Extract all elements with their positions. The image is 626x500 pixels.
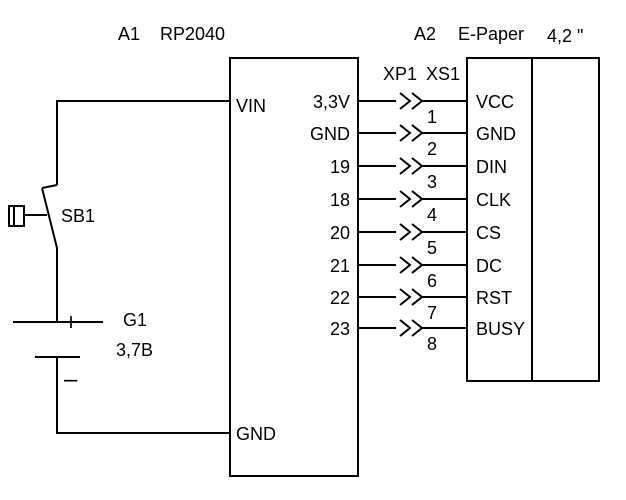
connection-row: 22 7 RST xyxy=(330,288,512,323)
a1-pin-label: 19 xyxy=(330,157,350,177)
battery-designator: G1 xyxy=(123,310,147,330)
switch-sb1 xyxy=(8,184,58,249)
a1-module-body xyxy=(229,57,359,477)
wire-vin-to-switch xyxy=(56,100,230,185)
a2-size: 4,2 " xyxy=(547,26,583,46)
a2-pin-label: VCC xyxy=(476,92,514,112)
connection-row: 21 6 DC xyxy=(330,256,502,291)
switch-button-cap xyxy=(8,205,25,227)
contact-number: 7 xyxy=(427,303,437,323)
a2-name: E-Paper xyxy=(458,24,524,44)
socket-contact xyxy=(411,288,424,306)
a1-pin-label: 21 xyxy=(330,256,350,276)
connection-row: 18 4 CLK xyxy=(330,190,511,225)
plug-contact xyxy=(399,157,412,175)
socket-contact xyxy=(411,190,424,208)
switch-designator: SB1 xyxy=(61,206,95,226)
connector-socket-label: XS1 xyxy=(426,64,460,84)
socket-contact xyxy=(411,223,424,241)
battery-plus-sign: + xyxy=(64,309,78,336)
contact-number: 8 xyxy=(427,334,437,354)
a1-name: RP2040 xyxy=(160,24,225,44)
a1-pin-label: 22 xyxy=(330,288,350,308)
plug-contact xyxy=(399,319,412,337)
connection-row: 19 3 DIN xyxy=(330,157,507,192)
contact-number: 4 xyxy=(427,205,437,225)
battery-g1 xyxy=(13,321,103,358)
a2-pin-label: GND xyxy=(476,124,516,144)
a2-pin-label: BUSY xyxy=(476,319,525,339)
connector-plug-label: XP1 xyxy=(383,64,417,84)
socket-contact xyxy=(411,157,424,175)
socket-contact xyxy=(411,124,424,142)
a1-pin-label: 23 xyxy=(330,319,350,339)
wire-battery-to-gnd xyxy=(56,357,230,434)
a2-pin-label: CS xyxy=(476,223,501,243)
socket-contact xyxy=(411,256,424,274)
plug-contact xyxy=(399,223,412,241)
plug-contact xyxy=(399,190,412,208)
plug-contact xyxy=(399,92,412,110)
a1-pin-label: GND xyxy=(310,124,350,144)
socket-contact xyxy=(411,319,424,337)
switch-upper-contact xyxy=(41,184,58,189)
battery-voltage: 3,7В xyxy=(116,340,153,360)
contact-number: 3 xyxy=(427,172,437,192)
contact-number: 6 xyxy=(427,271,437,291)
a1-pin-gnd: GND xyxy=(236,424,276,444)
a2-pin-label: DIN xyxy=(476,157,507,177)
a2-pin-label: RST xyxy=(476,288,512,308)
contact-number: 2 xyxy=(427,139,437,159)
a1-designator: A1 xyxy=(118,24,140,44)
a2-pin-label: DC xyxy=(476,256,502,276)
a1-pin-label: 20 xyxy=(330,223,350,243)
connection-row: 20 5 CS xyxy=(330,223,501,258)
connection-row: 3,3V 1 VCC xyxy=(313,92,514,127)
socket-contact xyxy=(411,92,424,110)
a1-pin-vin: VIN xyxy=(236,96,266,116)
contact-number: 1 xyxy=(427,107,437,127)
connection-row: GND 2 GND xyxy=(310,124,516,159)
a1-pin-label: 3,3V xyxy=(313,92,350,112)
plug-contact xyxy=(399,124,412,142)
a2-designator: A2 xyxy=(414,24,436,44)
connection-row: 23 8 BUSY xyxy=(330,319,525,354)
a1-pin-label: 18 xyxy=(330,190,350,210)
a2-pin-label: CLK xyxy=(476,190,511,210)
contact-number: 5 xyxy=(427,238,437,258)
battery-minus-sign: – xyxy=(64,366,78,393)
plug-contact xyxy=(399,288,412,306)
switch-blade xyxy=(41,187,58,249)
plug-contact xyxy=(399,256,412,274)
